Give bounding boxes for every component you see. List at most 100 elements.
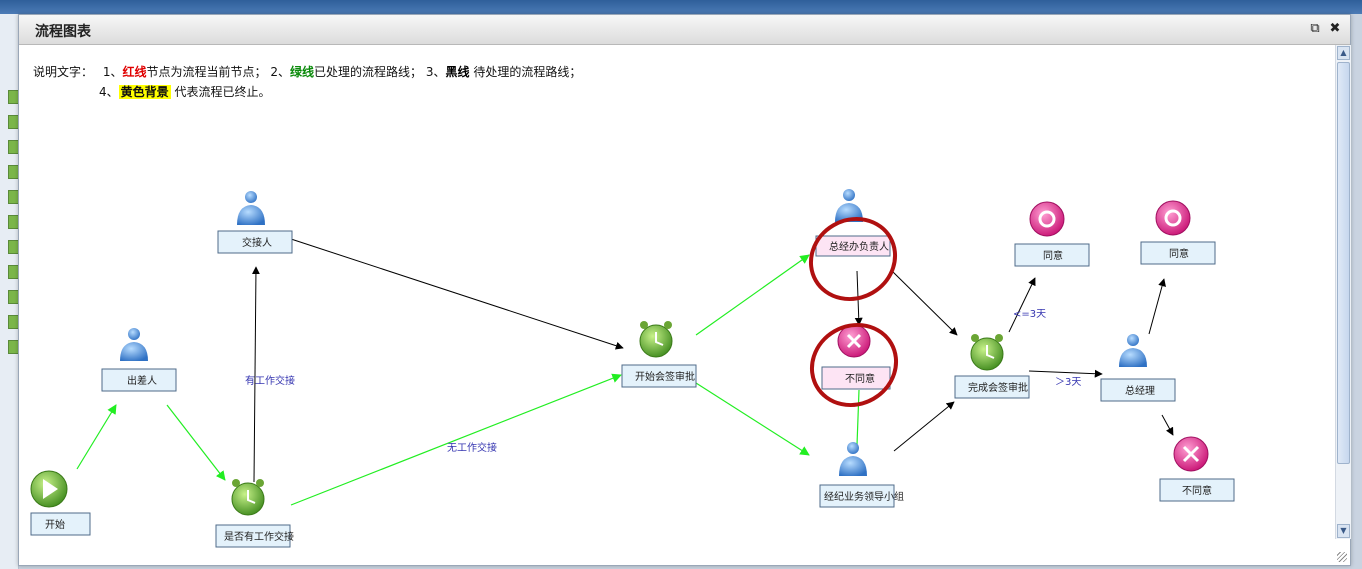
clock-hands: [655, 332, 664, 346]
flow-diagram: 有工作交接 无工作交接 <=3天 ＞3天 开始 出差人: [30, 189, 1235, 548]
node-start-box: [30, 512, 91, 536]
node-wancheng-huiqian[interactable]: 完成会签审批: [954, 334, 1030, 399]
reject-x-mark: [846, 333, 862, 349]
legend-row-1: 说明文字： 1、红线节点为流程当前节点； 2、绿线已处理的流程路线； 3、黑线 …: [33, 62, 581, 82]
node-kaishi-huiqian[interactable]: 开始会签审批: [621, 321, 697, 388]
person-icon-body: [237, 205, 265, 225]
node-xiaozu-box: [819, 484, 895, 508]
person-icon-body: [839, 456, 867, 476]
edge-zongjingli-to-tongyi2: [1148, 278, 1166, 335]
node-start[interactable]: 开始: [30, 470, 91, 536]
legend-intro: 说明文字：: [33, 65, 94, 79]
popout-icon[interactable]: ⧉: [1310, 21, 1320, 36]
node-zongjingli-box: [1100, 378, 1176, 402]
node-butongyi-1[interactable]: 不同意: [797, 310, 910, 421]
clock-bell-left: [640, 321, 648, 329]
legend-red-line-key: 红线: [122, 65, 147, 79]
scroll-up-icon[interactable]: ▲: [1337, 46, 1350, 60]
close-icon[interactable]: ✖: [1329, 21, 1341, 36]
legend-item2-text: 已处理的流程路线；: [314, 65, 423, 79]
legend-item1-text: 节点为流程当前节点；: [146, 65, 267, 79]
edge-wancheng-to-tongyi1: [1008, 277, 1036, 333]
node-tongyi1-box: [1014, 243, 1090, 267]
scroll-thumb[interactable]: [1337, 62, 1350, 464]
person-icon-head: [1127, 334, 1139, 346]
legend-black-line-key: 黑线: [445, 65, 470, 79]
flow-chart-canvas: 说明文字： 1、红线节点为流程当前节点； 2、绿线已处理的流程路线； 3、黑线 …: [19, 45, 1334, 565]
clock-bell-right: [995, 334, 1003, 342]
legend-item4-num: 4、: [99, 85, 119, 99]
clock-bell-left: [232, 479, 240, 487]
person-icon-head: [245, 191, 257, 203]
node-butongyi1-box: [821, 366, 891, 390]
play-triangle: [43, 479, 58, 499]
node-tongyi-2[interactable]: 同意: [1140, 200, 1216, 265]
node-jiaojie-box: [217, 230, 293, 254]
node-butongyi1-label: 不同意: [845, 372, 875, 385]
background-sidebar: [0, 14, 20, 569]
approve-icon: [1029, 201, 1065, 237]
node-xiaozu-label: 经纪业务领导小组: [824, 490, 904, 503]
legend-item1-num: 1、: [102, 65, 123, 79]
person-icon-head: [128, 328, 140, 340]
node-wancheng-label: 完成会签审批: [968, 381, 1028, 394]
node-tongyi1-label: 同意: [1043, 249, 1063, 262]
reject-x-mark: [1182, 445, 1200, 463]
edge-label-gt3: ＞3天: [1055, 377, 1081, 388]
node-tongyi2-box: [1140, 241, 1216, 265]
node-zongjingban[interactable]: 总经办负责人: [796, 189, 909, 314]
background-window-header: [0, 0, 1362, 14]
node-butongyi-2[interactable]: 不同意: [1159, 436, 1235, 502]
vertical-scrollbar[interactable]: ▲ ▼: [1335, 45, 1351, 539]
clock-hands: [247, 490, 256, 504]
node-shifou-box: [215, 524, 291, 548]
approve-ring: [1164, 209, 1182, 227]
node-butongyi2-box: [1159, 478, 1235, 502]
node-jingji-xiaozu[interactable]: 经纪业务领导小组: [819, 442, 904, 508]
clock-bell-left: [971, 334, 979, 342]
current-node-red-ring: [809, 322, 899, 408]
edge-jiaojie-to-kaishi: [290, 238, 624, 350]
edge-label-le3: <=3天: [1013, 309, 1046, 320]
edge-shifou-to-jiaojie: [251, 266, 260, 483]
node-jiaojie-label: 交接人: [242, 236, 272, 249]
node-chuchai-box: [101, 368, 177, 392]
edge-start-to-chuchai: [76, 404, 117, 470]
edge-label-you-jiaojie: 有工作交接: [245, 374, 295, 387]
person-icon-body: [1119, 348, 1147, 367]
edge-chuchai-to-shifou: [166, 404, 226, 481]
legend-item2-num: 2、: [270, 65, 290, 79]
node-kaishi-box: [621, 364, 697, 388]
person-icon-head: [843, 189, 855, 201]
node-zongjingban-label: 总经办负责人: [829, 240, 889, 253]
node-tongyi-1[interactable]: 同意: [1014, 201, 1090, 267]
node-zongjingli[interactable]: 总经理: [1100, 334, 1176, 402]
person-icon-head: [847, 442, 859, 454]
edge-zongjingban-to-wancheng: [891, 270, 958, 336]
dialog-titlebar[interactable]: 流程图表 ⧉ ✖: [19, 15, 1350, 45]
node-chuchai[interactable]: 出差人: [101, 328, 177, 392]
node-kaishi-label: 开始会签审批: [635, 370, 695, 383]
edge-shifou-to-kaishi: [290, 373, 622, 506]
legend-yellow-bg-key: 黄色背景: [118, 85, 171, 99]
node-jiaojie[interactable]: 交接人: [217, 191, 293, 254]
node-zongjingli-label: 总经理: [1125, 384, 1155, 397]
legend: 说明文字： 1、红线节点为流程当前节点； 2、绿线已处理的流程路线； 3、黑线 …: [33, 62, 581, 102]
node-chuchai-label: 出差人: [127, 374, 157, 387]
edge-kaishi-to-zongjingban: [695, 254, 810, 336]
current-node-red-ring: [808, 216, 898, 302]
resize-grip-icon[interactable]: [1337, 552, 1347, 562]
node-shifou-label: 是否有工作交接: [224, 530, 294, 543]
legend-item4-text: 代表流程已终止。: [170, 85, 271, 99]
legend-item3-text: 待处理的流程路线；: [469, 65, 582, 79]
clock-hands: [986, 345, 995, 359]
scroll-down-icon[interactable]: ▼: [1337, 524, 1350, 538]
flow-chart-dialog: 流程图表 ⧉ ✖ 说明文字： 1、红线节点为流程当前节点； 2、绿线已处理的流程…: [18, 14, 1351, 566]
node-shifou[interactable]: 是否有工作交接: [215, 479, 294, 548]
dialog-title: 流程图表: [35, 24, 91, 40]
edge-label-wu-jiaojie: 无工作交接: [447, 441, 497, 454]
legend-green-line-key: 绿线: [289, 65, 314, 79]
edge-xiaozu-to-butongyi: [856, 389, 860, 446]
edge-xiaozu-to-wancheng: [893, 401, 955, 452]
edge-zongjingli-to-butongyi2: [1161, 414, 1174, 436]
